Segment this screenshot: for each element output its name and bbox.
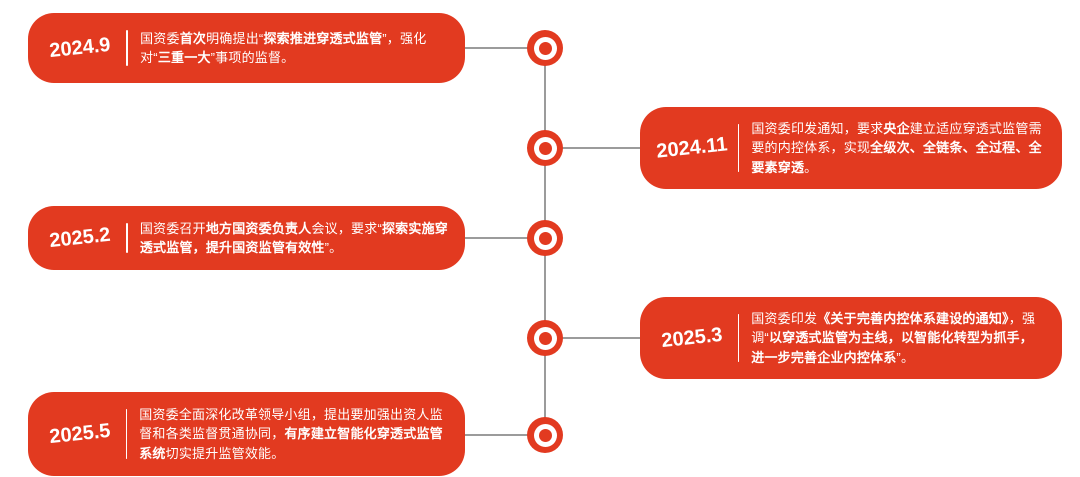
node-ring bbox=[533, 423, 557, 447]
date-label: 2024.11 bbox=[655, 132, 729, 163]
connector-line bbox=[458, 237, 530, 239]
connector-line bbox=[458, 47, 530, 49]
event-text: 国资委首次明确提出“探索推进穿透式监管”，强化对“三重一大”事项的监督。 bbox=[140, 30, 427, 66]
timeline-card-2025-5: 2025.5 国资委全面深化改革领导小组，提出要加强出资人监督和各类监督贯通协同… bbox=[28, 392, 465, 476]
timeline-node bbox=[527, 417, 563, 453]
date-divider bbox=[738, 124, 740, 172]
node-dot bbox=[538, 231, 552, 245]
connector-line bbox=[458, 434, 530, 436]
date-divider bbox=[126, 409, 128, 459]
node-dot bbox=[538, 141, 552, 155]
event-text: 国资委印发通知，要求央企建立适应穿透式监管需要的内控体系，实现全级次、全链条、全… bbox=[751, 120, 1042, 175]
timeline-node bbox=[527, 130, 563, 166]
node-dot bbox=[538, 428, 552, 442]
date-divider bbox=[738, 314, 740, 362]
connector-line bbox=[560, 337, 644, 339]
event-text: 国资委印发《关于完善内控体系建设的通知》，强调“以穿透式监管为主线，以智能化转型… bbox=[751, 310, 1036, 365]
node-ring bbox=[533, 136, 557, 160]
date-label: 2025.3 bbox=[660, 323, 724, 352]
date-label: 2024.9 bbox=[48, 33, 112, 62]
timeline-node bbox=[527, 220, 563, 256]
node-dot bbox=[538, 331, 552, 345]
node-ring bbox=[533, 226, 557, 250]
date-divider bbox=[126, 223, 128, 253]
timeline-card-2025-2: 2025.2 国资委召开地方国资委负责人会议，要求“探索实施穿透式监管，提升国资… bbox=[28, 206, 465, 270]
timeline-node bbox=[527, 30, 563, 66]
timeline-card-2024-9: 2024.9 国资委首次明确提出“探索推进穿透式监管”，强化对“三重一大”事项的… bbox=[28, 13, 465, 83]
timeline-node bbox=[527, 320, 563, 356]
date-divider bbox=[126, 30, 129, 66]
date-label: 2025.2 bbox=[48, 223, 112, 252]
node-ring bbox=[533, 36, 557, 60]
node-ring bbox=[533, 326, 557, 350]
event-text: 国资委全面深化改革领导小组，提出要加强出资人监督和各类监督贯通协同，有序建立智能… bbox=[139, 406, 443, 461]
node-dot bbox=[538, 41, 552, 55]
date-label: 2025.5 bbox=[48, 419, 112, 448]
timeline-card-2025-3: 2025.3 国资委印发《关于完善内控体系建设的通知》，强调“以穿透式监管为主线… bbox=[640, 297, 1062, 379]
timeline-card-2024-11: 2024.11 国资委印发通知，要求央企建立适应穿透式监管需要的内控体系，实现全… bbox=[640, 107, 1062, 189]
connector-line bbox=[560, 147, 644, 149]
event-text: 国资委召开地方国资委负责人会议，要求“探索实施穿透式监管，提升国资监管有效性”。 bbox=[139, 220, 448, 256]
